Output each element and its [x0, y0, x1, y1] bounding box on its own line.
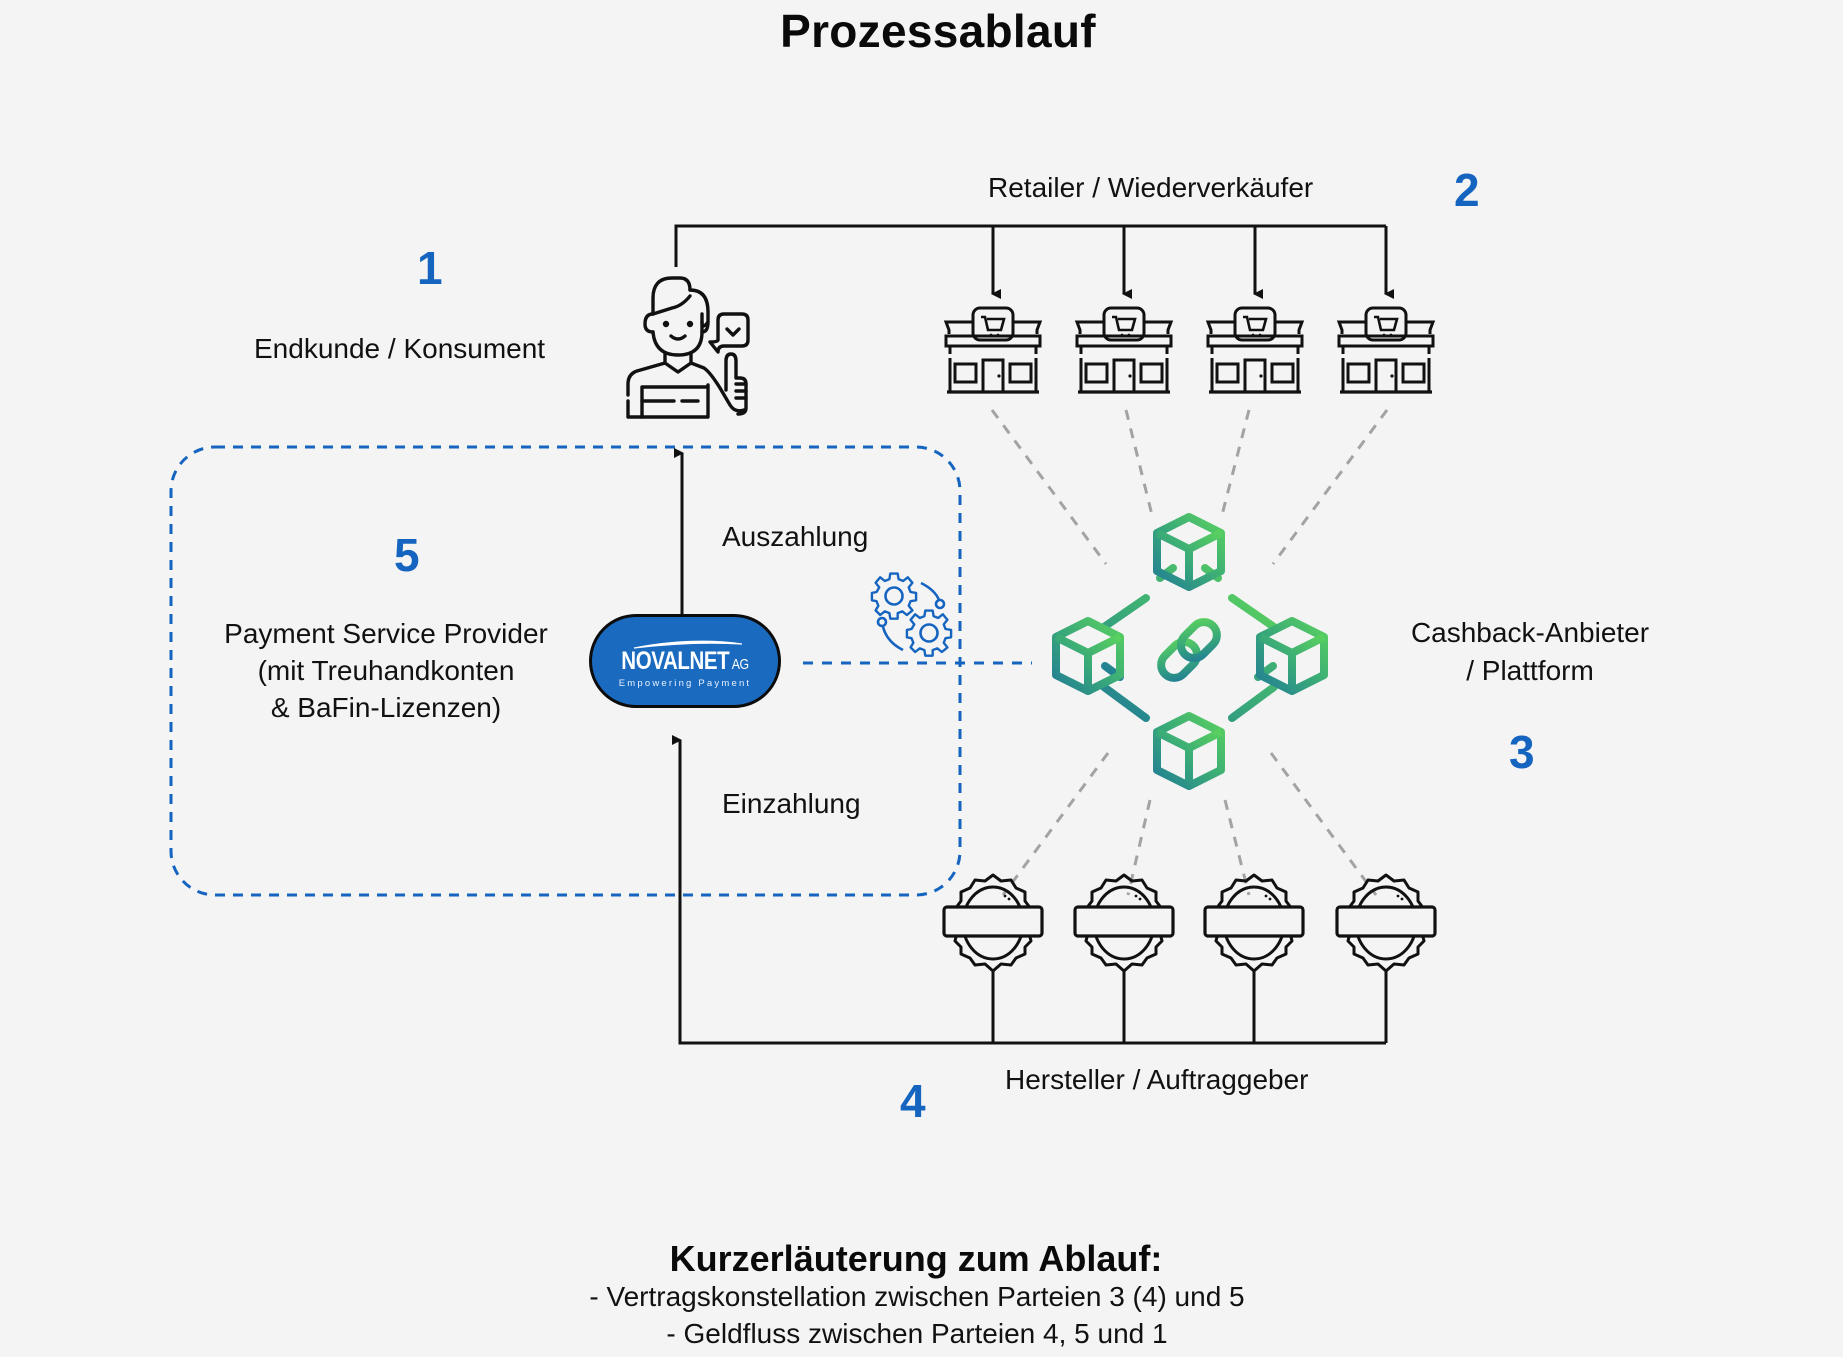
- party-number-2: 2: [1454, 164, 1480, 216]
- logo-tagline: Empowering Payment: [618, 678, 752, 689]
- retailer-stores: [944, 306, 1435, 394]
- cashback-label-line1: Cashback-Anbieter: [1410, 617, 1650, 648]
- summary-line-2: - Geldfluss zwischen Parteien 4, 5 und 1: [666, 1318, 1168, 1349]
- party-number-1: 1: [417, 242, 443, 294]
- logo-brand-text: NOVALNET: [621, 647, 730, 675]
- consumer-label: Endkunde / Konsument: [254, 333, 546, 364]
- retailer-label: Retailer / Wiederverkäufer: [988, 172, 1314, 203]
- psp-label-line3: & BaFin-Lizenzen): [270, 692, 502, 723]
- deposit-label: Einzahlung: [722, 788, 861, 819]
- quality-badge-icon: [1073, 873, 1175, 973]
- quality-badge-icon: [1203, 873, 1305, 973]
- deposit-connector: [672, 735, 1388, 1045]
- quality-badge-icon: [1335, 873, 1437, 973]
- cashback-label-line2: / Plattform: [1466, 655, 1594, 686]
- page-title: Prozessablauf: [780, 5, 1096, 57]
- quality-badge-icon: [942, 873, 1044, 973]
- store-icon: [944, 306, 1042, 394]
- gears-process-icon: [870, 572, 953, 657]
- psp-label-line2: (mit Treuhandkonten: [257, 655, 515, 686]
- psp-boundary: [169, 445, 962, 897]
- summary-line-1: - Vertragskonstellation zwischen Parteie…: [589, 1281, 1245, 1312]
- customer-thumbs-up-icon: [626, 276, 750, 419]
- manufacturer-label: Hersteller / Auftraggeber: [1005, 1064, 1309, 1095]
- store-icon: [1206, 306, 1304, 394]
- store-icon: [1075, 306, 1173, 394]
- retailer-connector: [674, 224, 1394, 299]
- party-number-3: 3: [1509, 726, 1535, 778]
- summary-heading: Kurzerläuterung zum Ablauf:: [669, 1238, 1163, 1279]
- party-number-5: 5: [394, 529, 420, 581]
- logo-suffix: AG: [731, 656, 749, 673]
- psp-label-line1: Payment Service Provider: [224, 618, 548, 649]
- logo-swoosh-icon: [633, 640, 743, 649]
- manufacturer-badges: [942, 873, 1437, 973]
- blockchain-network-icon: [1056, 517, 1324, 786]
- store-icon: [1337, 306, 1435, 394]
- party-number-4: 4: [900, 1075, 926, 1127]
- payout-label: Auszahlung: [722, 521, 869, 552]
